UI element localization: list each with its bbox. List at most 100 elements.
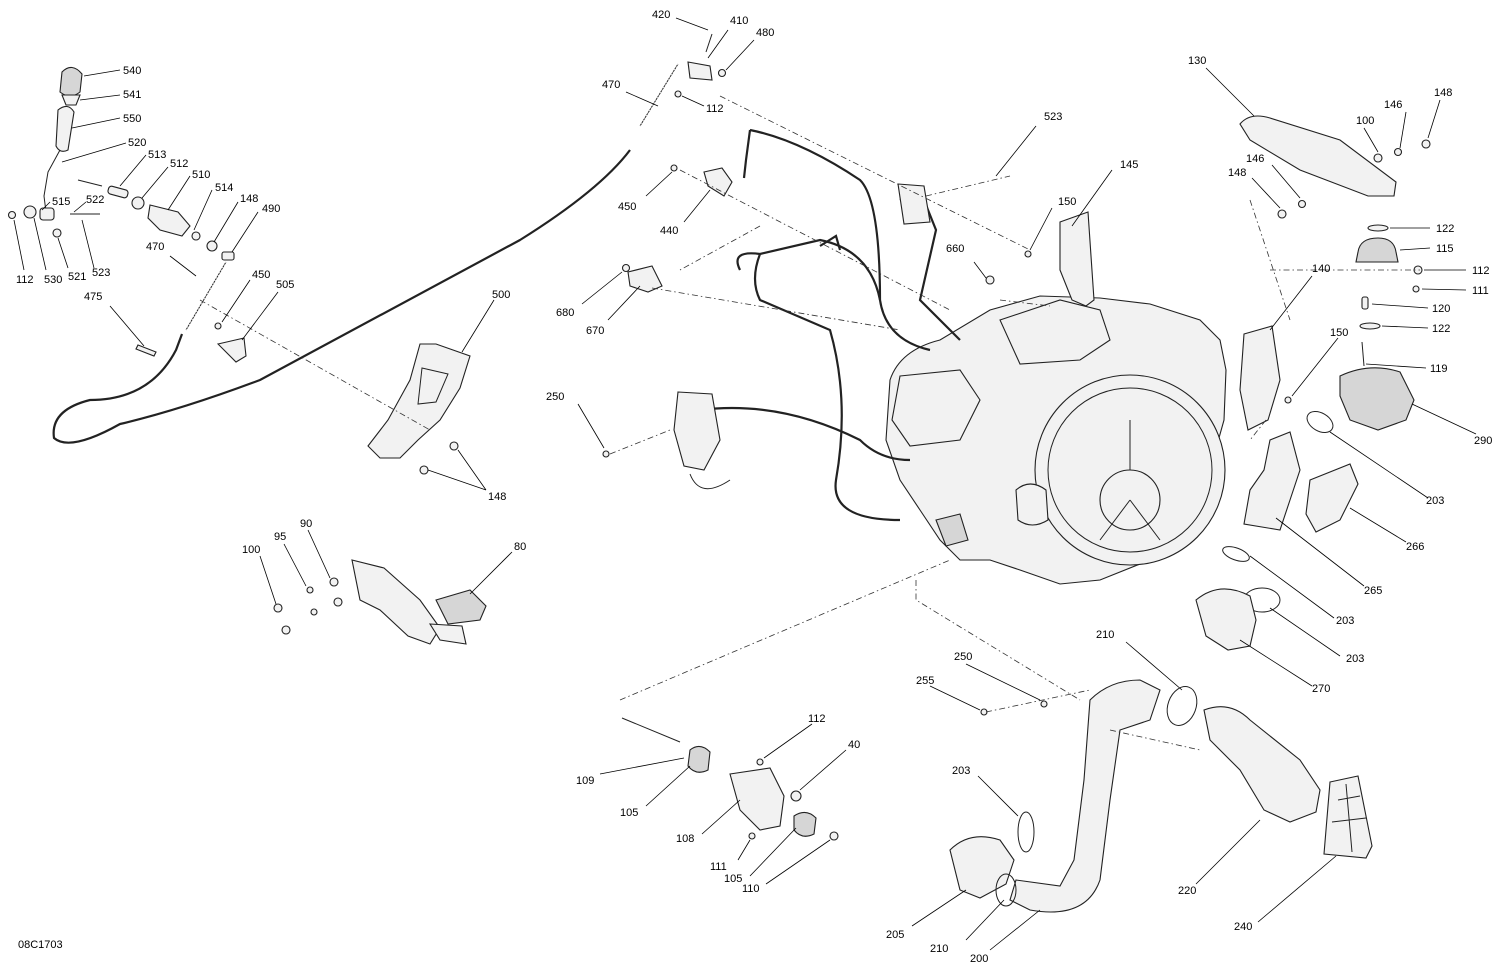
screw-450-left — [214, 322, 222, 330]
callout-111-lower: 111 — [710, 861, 727, 873]
callout-109: 109 — [576, 775, 594, 787]
callout-140: 140 — [1312, 263, 1330, 275]
callout-440: 440 — [660, 225, 678, 237]
screw-111-right — [1412, 285, 1420, 293]
callout-480: 480 — [756, 27, 774, 39]
callout-540: 540 — [123, 65, 141, 77]
mount-bracket-130 — [1239, 115, 1397, 197]
rubber-mount-115 — [1355, 237, 1399, 263]
callout-145: 145 — [1120, 159, 1138, 171]
sensor-module — [673, 391, 721, 471]
intake-duct-engine — [1015, 483, 1049, 526]
assembly-lines — [199, 95, 1420, 751]
callout-521: 521 — [68, 271, 86, 283]
callout-105-b: 105 — [724, 873, 742, 885]
callout-240: 240 — [1234, 921, 1252, 933]
pedal-arm — [428, 623, 467, 645]
callout-148-mid: 148 — [1228, 167, 1246, 179]
callout-522: 522 — [86, 194, 104, 206]
callout-450-upper: 450 — [618, 201, 636, 213]
screw-680 — [621, 263, 631, 273]
bushing-512 — [131, 196, 145, 210]
callout-520: 520 — [128, 137, 146, 149]
callout-512: 512 — [170, 158, 188, 170]
callout-270: 270 — [1312, 683, 1330, 695]
clamp-203-lower — [1017, 811, 1035, 853]
callout-510: 510 — [192, 169, 210, 181]
callout-110: 110 — [742, 883, 760, 895]
duct-270 — [1195, 588, 1257, 651]
nut-146-top — [1393, 147, 1403, 157]
callout-122-bottom: 122 — [1432, 323, 1450, 335]
lever-rod — [43, 149, 61, 213]
callout-505: 505 — [276, 279, 294, 291]
knob-boot — [61, 94, 81, 106]
bracket-440 — [703, 167, 733, 197]
callout-148-left: 148 — [240, 193, 258, 205]
duct-265 — [1243, 431, 1301, 531]
cable-spring-470-upper — [639, 63, 679, 127]
cylinder-head — [891, 369, 981, 447]
upper-cable-assembly — [621, 33, 733, 293]
callout-203-right-a: 203 — [1426, 495, 1444, 507]
callout-290: 290 — [1474, 435, 1492, 447]
support-bracket-108 — [729, 767, 785, 831]
washer-514 — [191, 231, 201, 241]
shift-lever-assembly — [7, 66, 631, 444]
lever-pivot — [39, 207, 55, 221]
callout-266: 266 — [1406, 541, 1424, 553]
callout-203-lower: 203 — [952, 765, 970, 777]
nut-112-upper — [674, 90, 682, 98]
throttle-pedal-assembly — [273, 559, 487, 645]
callout-523-right: 523 — [1044, 111, 1062, 123]
callout-148-top: 148 — [1434, 87, 1452, 99]
callout-95: 95 — [274, 531, 286, 543]
clamp-203-right-a — [1306, 411, 1334, 433]
screw-420 — [705, 33, 713, 53]
callout-150-right: 150 — [1330, 327, 1348, 339]
nut-146-mid — [1297, 199, 1307, 209]
cvt-cover-rim — [1047, 387, 1213, 553]
callout-112-left: 112 — [16, 274, 34, 286]
callout-680: 680 — [556, 307, 574, 319]
heat-shield-266 — [1305, 463, 1359, 533]
callout-203-right-b: 203 — [1336, 615, 1354, 627]
callout-200: 200 — [970, 953, 988, 965]
washer-521 — [52, 228, 62, 238]
bracket-670 — [627, 265, 663, 293]
callout-470-upper: 470 — [602, 79, 620, 91]
screw-250-left — [602, 450, 610, 458]
callout-40: 40 — [848, 739, 860, 751]
duct-220 — [1203, 706, 1321, 823]
clamp-203-right-b — [1222, 546, 1250, 562]
bushing-40 — [790, 790, 802, 802]
clip-530 — [23, 205, 37, 219]
lower-duct-assembly — [949, 679, 1373, 913]
callouts: 540 541 550 520 513 512 510 514 148 490 … — [16, 9, 1492, 965]
cable-spring-470-left — [185, 261, 227, 331]
elbow-205 — [949, 836, 1015, 899]
bolt-119 — [1361, 341, 1365, 367]
air-ducts — [1195, 367, 1415, 651]
callout-115: 115 — [1436, 243, 1454, 255]
nut-112-lower — [756, 758, 764, 766]
callout-148-bracket: 148 — [488, 491, 506, 503]
callout-120: 120 — [1432, 303, 1450, 315]
callout-100-pedal: 100 — [242, 544, 260, 556]
cable-bracket-505 — [216, 337, 247, 363]
callout-550: 550 — [123, 113, 141, 125]
callout-530: 530 — [44, 274, 62, 286]
callout-523-left: 523 — [92, 267, 110, 279]
screw-100-b — [281, 625, 291, 635]
callout-111-right: 111 — [1472, 285, 1489, 297]
shift-bracket-500 — [367, 343, 471, 475]
callout-122-top: 122 — [1436, 223, 1454, 235]
callout-514: 514 — [215, 182, 233, 194]
nut-110 — [829, 831, 839, 841]
callout-203-right-c: 203 — [1346, 653, 1364, 665]
callout-420: 420 — [652, 9, 670, 21]
callout-112-right: 112 — [1472, 265, 1490, 277]
bolt-150-right — [1284, 396, 1292, 404]
nut-100-right — [1373, 153, 1383, 163]
output-shaft — [935, 513, 969, 547]
